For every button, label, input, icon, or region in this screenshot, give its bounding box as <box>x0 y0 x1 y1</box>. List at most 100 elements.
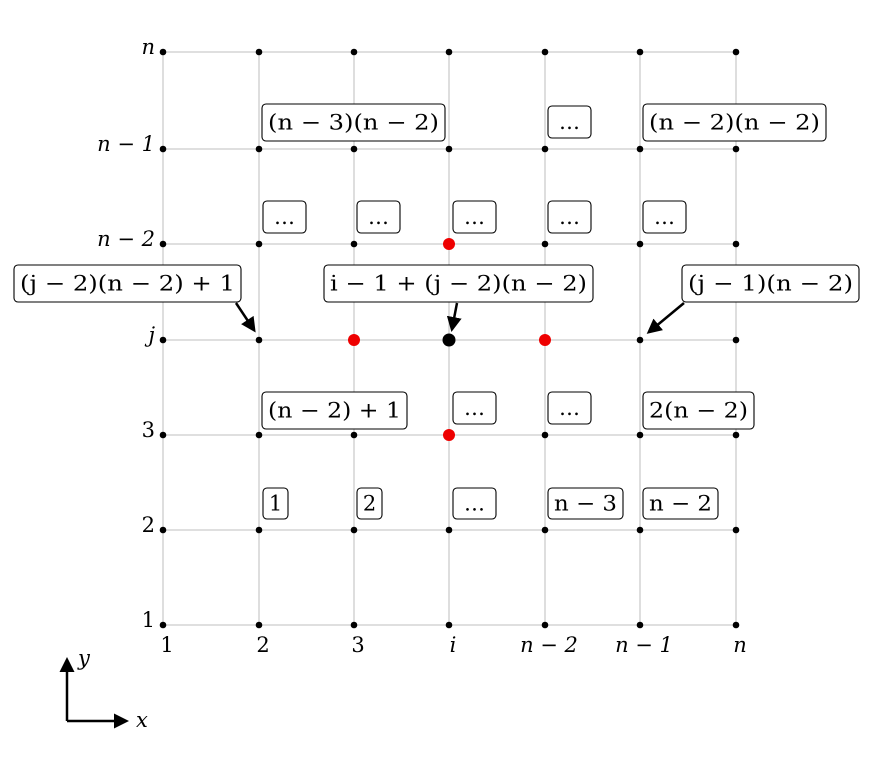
grid-node <box>255 48 263 56</box>
box-label: 2 <box>363 492 376 516</box>
box-label: (n − 2) + 1 <box>268 399 401 423</box>
grid-node <box>159 526 167 534</box>
stencil-node <box>443 238 455 250</box>
box-dots-r1c3: … <box>452 487 497 520</box>
y-tick-label: n − 1 <box>97 132 155 156</box>
box-label: 2(n − 2) <box>649 399 748 423</box>
box-frame <box>547 200 592 234</box>
grid-node <box>732 48 740 56</box>
y-tick-label: n <box>141 35 155 59</box>
grid-node <box>636 48 644 56</box>
box-label: i − 1 + (j − 2)(n − 2) <box>330 272 587 296</box>
box-frame <box>452 200 497 234</box>
grid-node <box>350 621 358 629</box>
grid-node <box>732 240 740 248</box>
grid-node <box>636 431 644 439</box>
box-frame <box>452 391 497 425</box>
x-tick-label: 3 <box>351 633 364 657</box>
callout-arrows <box>234 302 685 334</box>
grid-node <box>541 431 549 439</box>
box-1: 1 <box>262 487 289 520</box>
box-dots-r4c5: … <box>642 200 687 234</box>
box-label: … <box>464 396 485 420</box>
box-frame <box>642 103 827 142</box>
y-tick-label: 1 <box>142 608 155 632</box>
grid-node <box>445 621 453 629</box>
box-label: n − 2 <box>649 492 712 516</box>
grid-node <box>732 526 740 534</box>
box-label: … <box>274 205 295 229</box>
box-frame <box>261 391 408 430</box>
grid-node <box>255 240 263 248</box>
box-frame <box>642 200 687 234</box>
box-frame <box>452 487 497 520</box>
grid-node <box>350 145 358 153</box>
box-label: (n − 3)(n − 2) <box>268 111 439 135</box>
grid-node <box>732 431 740 439</box>
box-n-2-plus-1: (n − 2) + 1 <box>261 391 408 430</box>
grid-node <box>732 145 740 153</box>
callout-left: (j − 2)(n − 2) + 1 <box>13 264 242 303</box>
x-axis-label: x <box>136 708 148 732</box>
box-label: … <box>464 205 485 229</box>
grid-node <box>636 621 644 629</box>
callout-center: i − 1 + (j − 2)(n − 2) <box>323 264 594 303</box>
grid-node <box>255 431 263 439</box>
box-frame <box>262 200 307 234</box>
grid-node <box>255 526 263 534</box>
box-frame <box>681 264 860 303</box>
grid-node <box>636 240 644 248</box>
stencil-node <box>539 334 551 346</box>
box-frame <box>642 487 719 520</box>
grid-node <box>255 621 263 629</box>
grid-node <box>636 526 644 534</box>
box-dots-r4c1: … <box>262 200 307 234</box>
x-tick-label: i <box>450 633 457 657</box>
grid-node <box>541 621 549 629</box>
callout-right: (j − 1)(n − 2) <box>681 264 860 303</box>
arrow-left <box>234 302 256 333</box>
arrow-center <box>446 302 462 332</box>
grid-node <box>255 145 263 153</box>
box-label: (n − 2)(n − 2) <box>649 111 820 135</box>
box-label: … <box>368 205 389 229</box>
x-tick-label: n − 1 <box>615 633 673 657</box>
y-tick-label: 2 <box>142 513 155 537</box>
grid-node <box>159 240 167 248</box>
grid-node <box>350 526 358 534</box>
y-tick-label: n − 2 <box>97 227 155 251</box>
box-label: … <box>559 396 580 420</box>
grid-node <box>159 431 167 439</box>
x-tick-label: 1 <box>160 633 173 657</box>
box-frame <box>262 487 289 520</box>
box-frame <box>547 105 592 139</box>
box-n-2: n − 2 <box>642 487 719 520</box>
axes-indicator: xy <box>59 646 148 732</box>
grid-node <box>159 145 167 153</box>
box-n-3-times-n-2: (n − 3)(n − 2) <box>261 103 446 142</box>
box-dots-r4c2: … <box>356 200 401 234</box>
box-label: 1 <box>269 492 282 516</box>
box-frame <box>356 487 383 520</box>
grid-node <box>541 526 549 534</box>
box-frame <box>642 391 755 430</box>
box-2: 2 <box>356 487 383 520</box>
box-label: (j − 1)(n − 2) <box>688 272 853 296</box>
box-frame <box>13 264 242 303</box>
box-frame <box>323 264 594 303</box>
box-label: n − 3 <box>554 492 617 516</box>
x-tick-label: 2 <box>256 633 269 657</box>
grid-nodes <box>159 48 740 629</box>
box-label: (j − 2)(n − 2) + 1 <box>20 272 235 296</box>
grid-node <box>255 336 263 344</box>
box-2-n-2: 2(n − 2) <box>642 391 755 430</box>
grid-node <box>636 145 644 153</box>
box-frame <box>356 200 401 234</box>
grid-node <box>732 336 740 344</box>
y-tick-label: j <box>144 323 155 347</box>
box-dots-r4c4: … <box>547 200 592 234</box>
grid-node <box>445 145 453 153</box>
grid-node <box>350 48 358 56</box>
